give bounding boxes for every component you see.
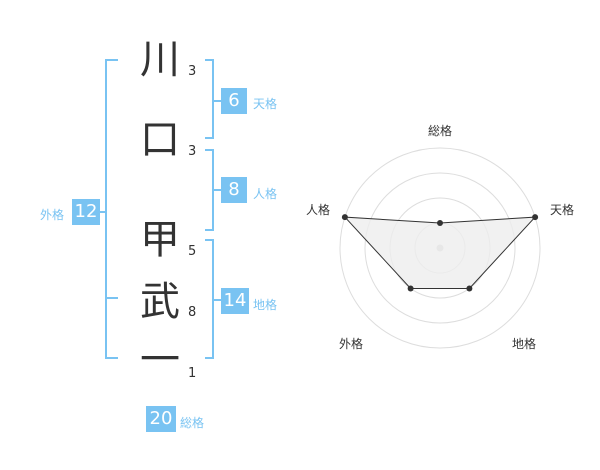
gaikaku-value: 12 [72,199,100,225]
gaikaku-bracket [105,59,118,359]
name-char-4: 武 [140,279,180,325]
tenkaku-label: 天格 [253,97,278,111]
stroke-count-1: 3 [188,64,197,79]
gaikaku-label: 外格 [40,208,65,222]
radar-axis-label-gaikaku: 外格 [339,337,364,351]
name-char-5: 一 [140,337,180,383]
soukaku-label: 総格 [180,416,205,430]
radar-point-4 [341,214,348,221]
stroke-count-3: 5 [188,244,197,259]
stroke-count-2: 3 [188,144,197,159]
radar-axis-label-jinkaku: 人格 [306,203,331,217]
tenkaku-value: 6 [221,88,247,114]
name-char-3: 甲 [140,217,180,263]
radar-ring-4 [339,147,541,349]
stroke-count-5: 1 [188,366,197,381]
soukaku-value: 20 [146,406,176,432]
radar-axis-label-chikaku: 地格 [512,337,537,351]
radar-axis-label-soukaku: 総格 [428,124,453,138]
stroke-count-4: 8 [188,305,197,320]
tenkaku-bracket [205,59,214,139]
radar-ring-3 [364,172,516,324]
radar-axis-label-tenkaku: 天格 [550,203,575,217]
jinkaku-value: 8 [221,177,247,203]
chikaku-label: 地格 [253,298,278,312]
name-char-2: 口 [140,117,180,163]
radar-polygon [343,216,537,289]
radar-point-2 [466,285,473,292]
jinkaku-label: 人格 [253,187,278,201]
name-char-1: 川 [140,37,180,83]
chikaku-value: 14 [221,288,249,314]
radar-point-0 [437,220,443,226]
radar-point-3 [407,285,414,292]
radar-point-1 [532,214,539,221]
